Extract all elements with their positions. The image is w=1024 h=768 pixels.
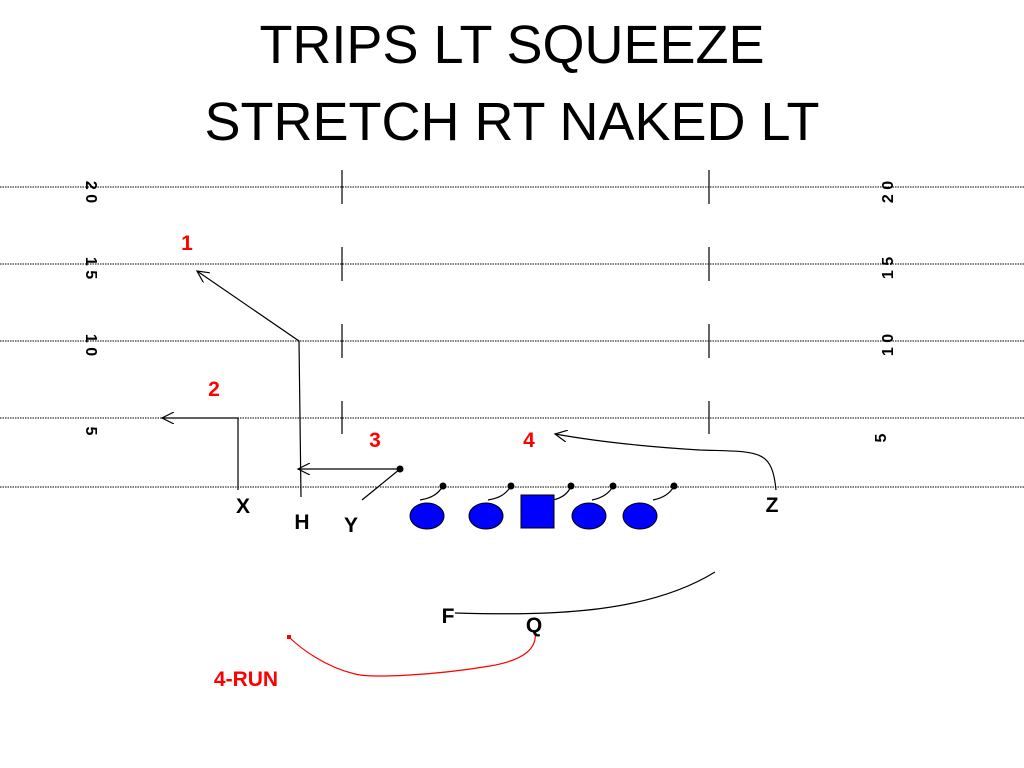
yard-number-left-10: 1 0 [82, 334, 99, 356]
lineman-center [520, 494, 555, 529]
read-4-label: 4 [523, 429, 535, 452]
lineman-right-guard [571, 502, 607, 530]
play-title-line-2: STRETCH RT NAKED LT [204, 92, 820, 152]
lineman-left-tackle [409, 502, 445, 530]
read-2-label: 2 [208, 378, 220, 401]
yard-number-right-5: 5 [873, 433, 890, 442]
yard-number-left-5: 5 [82, 427, 99, 436]
yard-number-right-15: 1 5 [880, 257, 897, 279]
lineman-left-guard [468, 502, 504, 530]
route-x [162, 418, 239, 490]
play-title-line-1: TRIPS LT SQUEEZE [259, 15, 765, 75]
player-z-label: Z [766, 494, 779, 517]
route-z [555, 434, 777, 491]
yard-number-right-10: 1 0 [880, 334, 897, 356]
yard-number-left-15: 1 5 [82, 257, 99, 279]
read-1-label: 1 [181, 232, 193, 255]
motion-point [396, 465, 404, 473]
player-y-label: Y [344, 514, 358, 537]
yard-number-right-20: 2 0 [880, 181, 897, 203]
lineman-right-tackle [622, 502, 658, 530]
yard-number-left-20: 2 0 [82, 181, 99, 203]
run-option-label: 4-RUN [214, 668, 278, 691]
route-y-motion [361, 468, 401, 501]
player-q-label: Q [526, 614, 542, 637]
player-x-label: X [236, 495, 250, 518]
route-q-run [288, 629, 536, 677]
route-h [197, 271, 302, 498]
player-h-label: H [294, 511, 309, 534]
route-f [454, 571, 716, 615]
blocking-dots [439, 482, 678, 490]
read-3-label: 3 [369, 429, 381, 452]
player-f-label: F [442, 605, 455, 628]
run-endpoint [287, 635, 291, 639]
